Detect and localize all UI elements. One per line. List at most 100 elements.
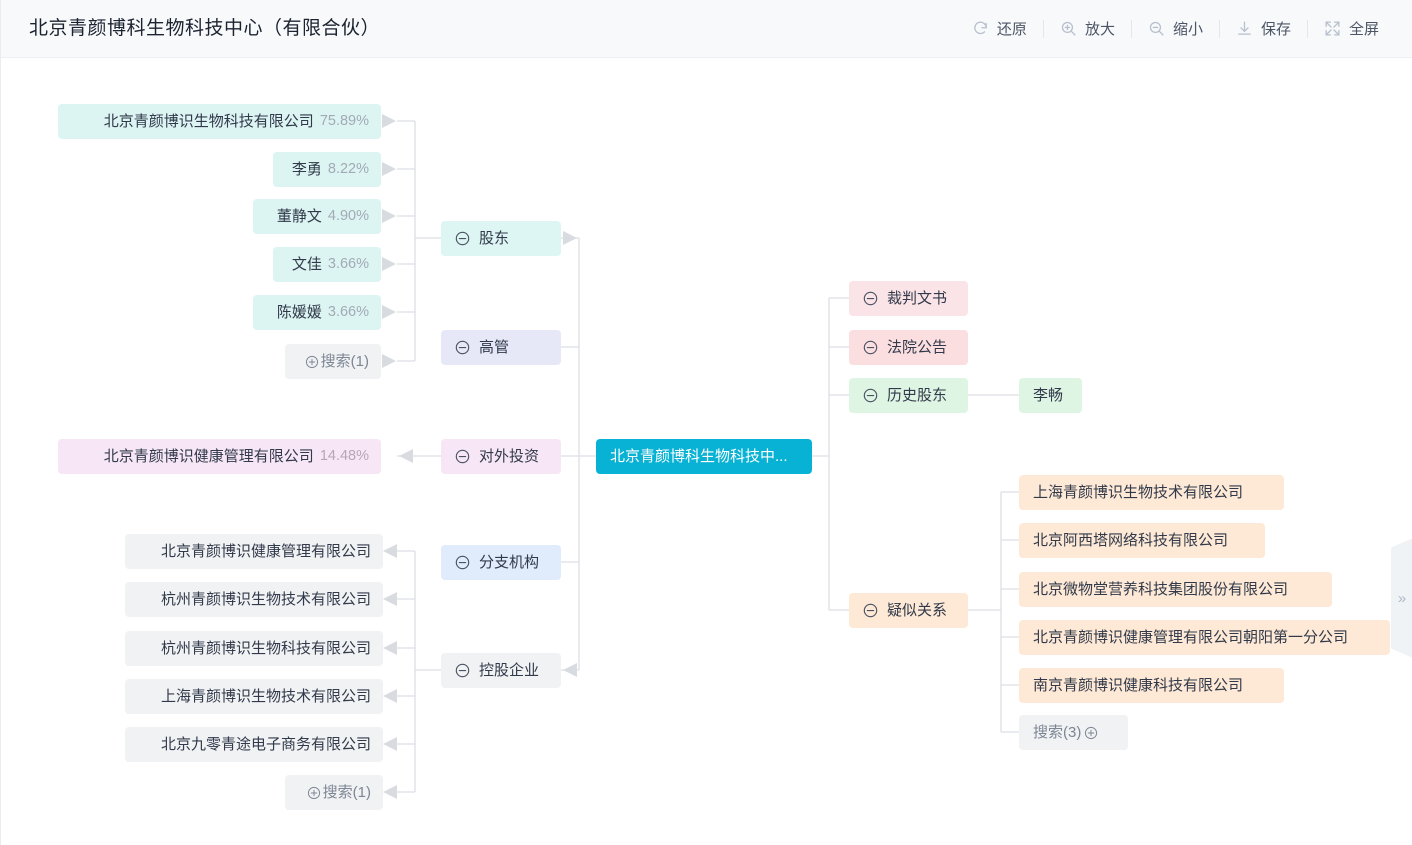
refresh-icon (972, 20, 989, 37)
shareholder-name: 北京青颜博识生物科技有限公司 (103, 113, 314, 130)
collapse-minus-icon[interactable] (455, 449, 470, 464)
toolbar-divider (1042, 19, 1044, 38)
suspected-relation-node[interactable]: 北京微物堂营养科技集团股份有限公司 (1019, 572, 1332, 607)
branch-node[interactable]: 北京九零青途电子商务有限公司 (125, 727, 383, 762)
historical-shareholder-node[interactable]: 李畅 (1019, 378, 1082, 413)
collapse-minus-icon[interactable] (455, 340, 470, 355)
collapse-minus-icon[interactable] (863, 603, 878, 618)
branch-name: 杭州青颜博识生物科技有限公司 (160, 640, 371, 657)
shareholder-percent: 3.66% (327, 256, 369, 273)
zoom-out-button[interactable]: 缩小 (1132, 14, 1219, 44)
toolbar-divider (1218, 19, 1220, 38)
category-branches-label: 分支机构 (479, 554, 540, 571)
fullscreen-label: 全屏 (1348, 21, 1379, 38)
shareholder-name: 李勇 (291, 161, 322, 178)
shareholder-name: 陈媛媛 (276, 304, 322, 321)
chevron-double-right-icon: » (1397, 589, 1407, 607)
collapse-minus-icon[interactable] (455, 231, 470, 246)
collapse-minus-icon[interactable] (455, 555, 470, 570)
branches-search-more[interactable]: 搜索(1) (285, 775, 383, 810)
save-button[interactable]: 保存 (1220, 14, 1307, 44)
branch-node[interactable]: 上海青颜博识生物技术有限公司 (125, 679, 383, 714)
collapse-minus-icon[interactable] (863, 291, 878, 306)
branch-name: 北京九零青途电子商务有限公司 (160, 736, 371, 753)
shareholder-percent: 3.66% (327, 304, 369, 321)
fullscreen-icon (1324, 20, 1341, 37)
fullscreen-button[interactable]: 全屏 (1308, 14, 1395, 44)
zoom-in-icon (1060, 20, 1077, 37)
category-shareholders[interactable]: 股东 (441, 221, 561, 256)
category-historical-shareholders[interactable]: 历史股东 (849, 378, 968, 413)
suspected-relation-node[interactable]: 北京阿西塔网络科技有限公司 (1019, 523, 1265, 558)
category-controlled-enterprises[interactable]: 控股企业 (441, 653, 561, 688)
graph-canvas[interactable]: 北京青颜博科生物科技中... 股东 高管 (1, 58, 1412, 845)
zoom-in-label: 放大 (1084, 21, 1115, 38)
historical-shareholder-name: 李畅 (1033, 387, 1064, 404)
expand-side-panel-handle[interactable]: » (1391, 538, 1412, 658)
shareholders-search-more[interactable]: 搜索(1) (285, 344, 381, 379)
branch-node[interactable]: 北京青颜博识健康管理有限公司 (125, 534, 383, 569)
suspected-search-more[interactable]: 搜索(3) (1019, 715, 1128, 750)
save-label: 保存 (1260, 21, 1291, 38)
page-title: 北京青颜博科生物科技中心（有限合伙） (29, 18, 381, 39)
suspected-relation-name: 上海青颜博识生物技术有限公司 (1033, 484, 1244, 501)
center-node-label: 北京青颜博科生物科技中... (610, 448, 788, 465)
branch-node[interactable]: 杭州青颜博识生物科技有限公司 (125, 631, 383, 666)
plus-circle-icon (307, 786, 321, 800)
branch-name: 北京青颜博识健康管理有限公司 (160, 543, 371, 560)
branch-node[interactable]: 杭州青颜博识生物技术有限公司 (125, 582, 383, 617)
category-branches[interactable]: 分支机构 (441, 545, 561, 580)
suspected-relation-node[interactable]: 上海青颜博识生物技术有限公司 (1019, 475, 1284, 510)
category-judgment-documents-label: 裁判文书 (887, 290, 948, 307)
shareholder-percent: 75.89% (319, 113, 369, 130)
shareholder-node[interactable]: 陈媛媛 3.66% (253, 295, 381, 330)
download-icon (1236, 20, 1253, 37)
suspected-relation-node[interactable]: 北京青颜博识健康管理有限公司朝阳第一分公司 (1019, 620, 1390, 655)
graph-toolbar: 还原 放大 缩小 (956, 0, 1395, 57)
investment-percent: 14.48% (319, 448, 369, 465)
shareholder-name: 文佳 (291, 256, 322, 273)
suspected-relation-name: 北京微物堂营养科技集团股份有限公司 (1033, 581, 1289, 598)
suspected-relation-node[interactable]: 南京青颜博识健康科技有限公司 (1019, 668, 1284, 703)
shareholder-node[interactable]: 北京青颜博识生物科技有限公司 75.89% (58, 104, 381, 139)
category-shareholders-label: 股东 (479, 230, 510, 247)
category-suspected-relations[interactable]: 疑似关系 (849, 593, 968, 628)
zoom-in-button[interactable]: 放大 (1044, 14, 1131, 44)
shareholder-node[interactable]: 文佳 3.66% (273, 247, 381, 282)
collapse-minus-icon[interactable] (863, 340, 878, 355)
shareholders-search-more-label: 搜索(1) (320, 353, 369, 370)
suspected-relation-name: 北京阿西塔网络科技有限公司 (1033, 532, 1229, 549)
toolbar-divider (1306, 19, 1308, 38)
suspected-search-more-label: 搜索(3) (1033, 724, 1082, 741)
shareholder-name: 董静文 (276, 208, 322, 225)
category-court-announcements-label: 法院公告 (887, 339, 948, 356)
branches-search-more-label: 搜索(1) (322, 784, 371, 801)
category-outbound-investment-label: 对外投资 (479, 448, 540, 465)
investment-node[interactable]: 北京青颜博识健康管理有限公司 14.48% (58, 439, 381, 474)
category-outbound-investment[interactable]: 对外投资 (441, 439, 561, 474)
plus-circle-icon (305, 355, 319, 369)
collapse-minus-icon[interactable] (455, 663, 470, 678)
reset-button[interactable]: 还原 (956, 14, 1043, 44)
toolbar-divider (1130, 19, 1132, 38)
branch-name: 上海青颜博识生物技术有限公司 (160, 688, 371, 705)
investment-name: 北京青颜博识健康管理有限公司 (103, 448, 314, 465)
shareholder-node[interactable]: 李勇 8.22% (273, 152, 381, 187)
suspected-relation-name: 北京青颜博识健康管理有限公司朝阳第一分公司 (1033, 629, 1349, 646)
shareholder-node[interactable]: 董静文 4.90% (253, 199, 381, 234)
category-judgment-documents[interactable]: 裁判文书 (849, 281, 968, 316)
reset-label: 还原 (996, 21, 1027, 38)
category-executives-label: 高管 (479, 339, 510, 356)
plus-circle-icon (1084, 726, 1098, 740)
category-controlled-enterprises-label: 控股企业 (479, 662, 540, 679)
category-executives[interactable]: 高管 (441, 330, 561, 365)
category-court-announcements[interactable]: 法院公告 (849, 330, 968, 365)
branch-name: 杭州青颜博识生物技术有限公司 (160, 591, 371, 608)
shareholder-percent: 4.90% (327, 208, 369, 225)
collapse-minus-icon[interactable] (863, 388, 878, 403)
shareholder-percent: 8.22% (327, 161, 369, 178)
center-node[interactable]: 北京青颜博科生物科技中... (596, 439, 812, 474)
category-historical-shareholders-label: 历史股东 (887, 387, 948, 404)
suspected-relation-name: 南京青颜博识健康科技有限公司 (1033, 677, 1244, 694)
